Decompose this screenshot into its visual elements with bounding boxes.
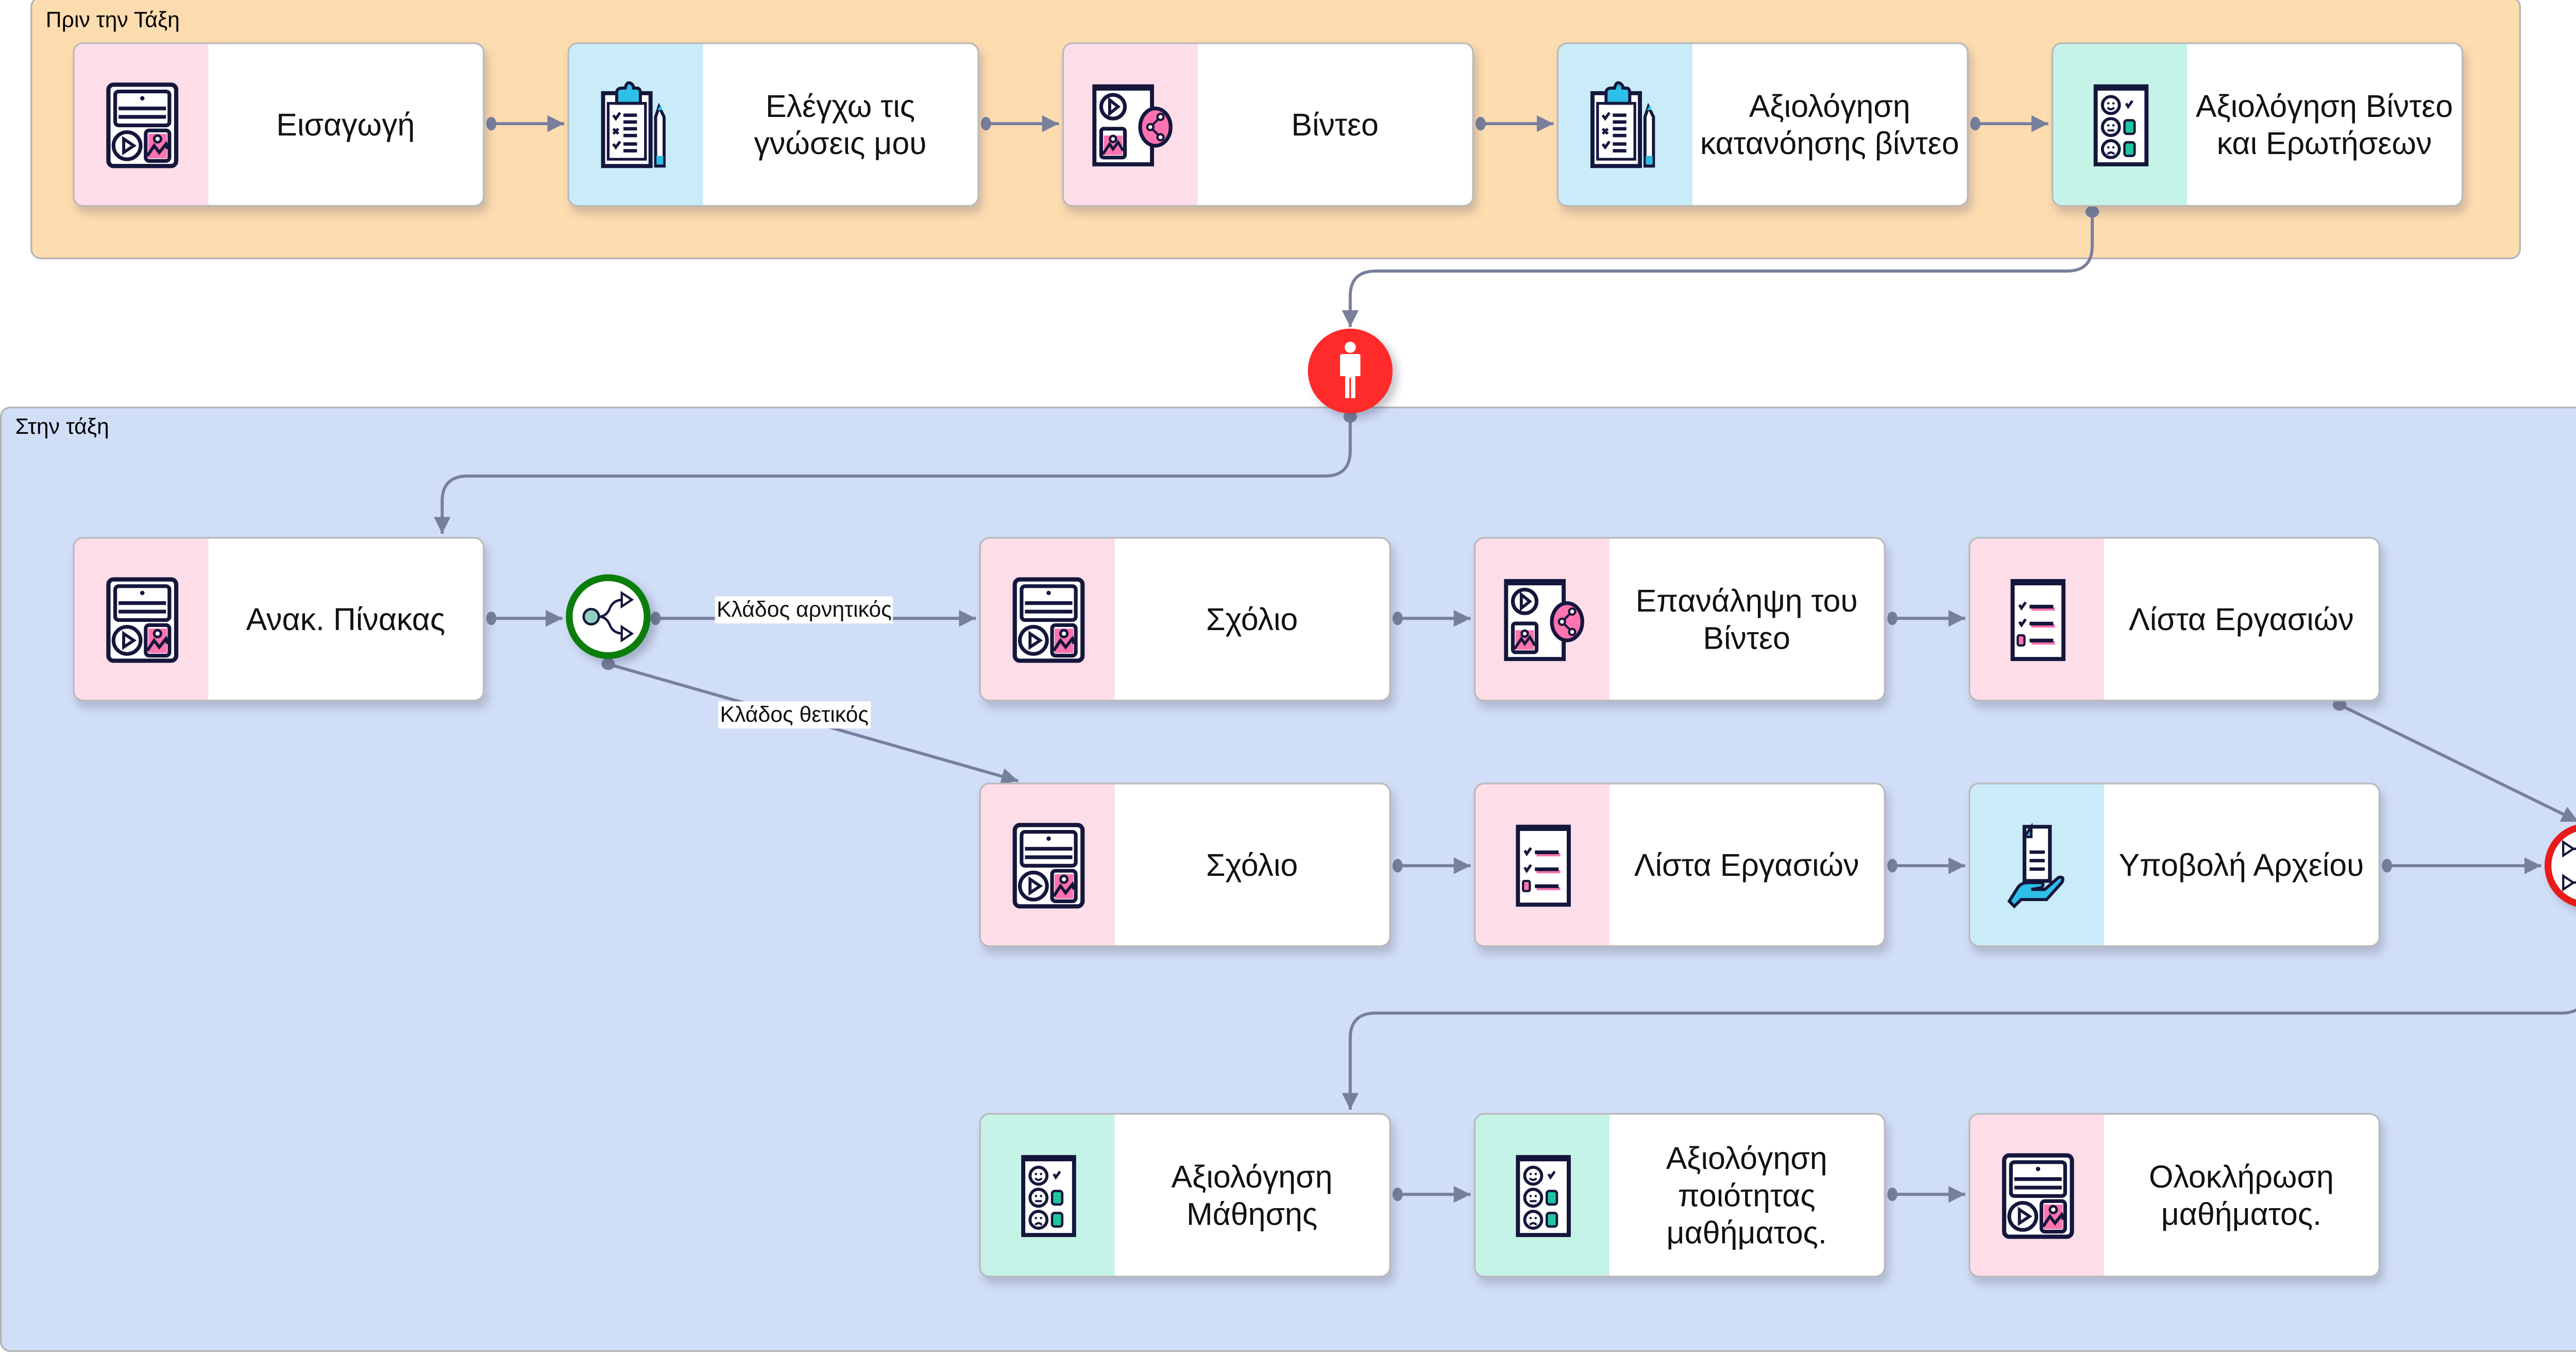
- activity-card-video[interactable]: Βίντεο: [1062, 42, 1474, 207]
- activity-label: Αξιολόγηση Βίντεο και Ερωτήσεων: [2195, 87, 2453, 160]
- port-dot: [2332, 699, 2347, 711]
- activity-card-lesson-quality-eval[interactable]: Αξιολόγηση ποιότητας μαθήματος.: [1473, 1113, 1886, 1278]
- activity-card-video-repeat[interactable]: Επανάληψη του Βίντεο: [1473, 537, 1886, 702]
- content-page-icon: [1010, 821, 1085, 909]
- activity-label: Αξιολόγηση Μάθησης: [1171, 1158, 1333, 1231]
- content-page-icon: [1010, 575, 1085, 663]
- checklist-icon: [1512, 821, 1573, 909]
- port-dot: [486, 612, 497, 625]
- activity-label: Λίστα Εργασιών: [1634, 846, 1859, 882]
- activity-label: Ολοκλήρωση μαθήματος.: [2149, 1158, 2334, 1231]
- activity-label: Λίστα Εργασιών: [2129, 600, 2354, 636]
- activity-label: Επανάληψη του Βίντεο: [1635, 582, 1858, 655]
- activity-card-learning-eval[interactable]: Αξιολόγηση Μάθησης: [979, 1113, 1391, 1278]
- port-dot: [2382, 859, 2393, 873]
- activity-label: Σχόλιο: [1206, 600, 1298, 636]
- branch-split-node[interactable]: [566, 574, 651, 659]
- survey-faces-icon: [2090, 80, 2150, 168]
- content-page-icon: [2000, 1151, 2075, 1239]
- connector: [1342, 212, 2094, 327]
- person-icon: [1340, 342, 1361, 398]
- teacher-checkpoint-node[interactable]: [1308, 328, 1393, 414]
- port-dot: [2085, 206, 2099, 218]
- lane-title: Πριν την Τάξη: [45, 7, 180, 32]
- lane-title: Στην τάξη: [15, 413, 109, 439]
- port-dot: [1392, 859, 1403, 873]
- activity-card-video-comprehension[interactable]: Αξιολόγηση κατανόησης βίντεο: [1556, 42, 1969, 207]
- media-share-icon: [1089, 80, 1173, 168]
- port-dot: [1392, 612, 1403, 625]
- activity-label: Σχόλιο: [1206, 846, 1298, 882]
- content-page-icon: [104, 575, 179, 663]
- activity-label: Βίντεο: [1291, 106, 1379, 142]
- activity-label: Ανακ. Πίνακας: [246, 600, 446, 636]
- activity-card-check-knowledge[interactable]: Ελέγχω τις γνώσεις μου: [567, 42, 979, 207]
- branch-merge-icon: [2562, 840, 2576, 892]
- survey-faces-icon: [1512, 1151, 1573, 1239]
- branch-label-positive: Κλάδος θετικός: [718, 701, 871, 728]
- connector: [1342, 1008, 2576, 1110]
- port-dot: [601, 658, 615, 670]
- port-dot: [1887, 612, 1897, 625]
- port-dot: [1887, 1188, 1897, 1201]
- activity-card-file-submit[interactable]: Υποβολή Αρχείου: [1969, 783, 2381, 947]
- activity-card-task-list-positive[interactable]: Λίστα Εργασιών: [1473, 783, 1886, 947]
- clipboard-quiz-icon: [1585, 80, 1666, 168]
- branch-label-negative: Κλάδος αρνητικός: [715, 596, 894, 624]
- port-dot: [1970, 116, 1981, 131]
- file-submit-icon: [2003, 819, 2071, 911]
- port-dot: [650, 612, 661, 625]
- connector: [433, 416, 1352, 534]
- port-dot: [1887, 859, 1897, 873]
- port-dot: [1392, 1188, 1403, 1201]
- activity-label: Αξιολόγηση κατανόησης βίντεο: [1700, 87, 1959, 160]
- port-dot: [486, 116, 497, 131]
- port-dot: [980, 116, 991, 131]
- activity-card-intro[interactable]: Εισαγωγή: [73, 42, 485, 207]
- checklist-icon: [2007, 575, 2067, 663]
- activity-card-task-list-negative[interactable]: Λίστα Εργασιών: [1969, 537, 2381, 702]
- survey-faces-icon: [1018, 1151, 1078, 1239]
- activity-label: Αξιολόγηση ποιότητας μαθήματος.: [1666, 1139, 1827, 1250]
- activity-card-interactive-board[interactable]: Ανακ. Πίνακας: [73, 537, 485, 702]
- port-dot: [1343, 411, 1357, 423]
- branch-split-icon: [582, 590, 634, 642]
- content-page-icon: [104, 80, 179, 168]
- port-dot: [1476, 116, 1486, 131]
- media-share-icon: [1500, 575, 1585, 663]
- activity-card-lesson-complete[interactable]: Ολοκλήρωση μαθήματος.: [1969, 1113, 2381, 1278]
- activity-card-video-questions-eval[interactable]: Αξιολόγηση Βίντεο και Ερωτήσεων: [2052, 42, 2464, 207]
- activity-label: Εισαγωγή: [276, 106, 415, 142]
- activity-label: Ελέγχω τις γνώσεις μου: [754, 87, 927, 160]
- activity-card-comment-negative[interactable]: Σχόλιο: [979, 537, 1391, 702]
- clipboard-quiz-icon: [596, 80, 677, 168]
- activity-card-comment-positive[interactable]: Σχόλιο: [979, 783, 1391, 947]
- activity-label: Υποβολή Αρχείου: [2119, 846, 2364, 882]
- connector: [2338, 703, 2576, 822]
